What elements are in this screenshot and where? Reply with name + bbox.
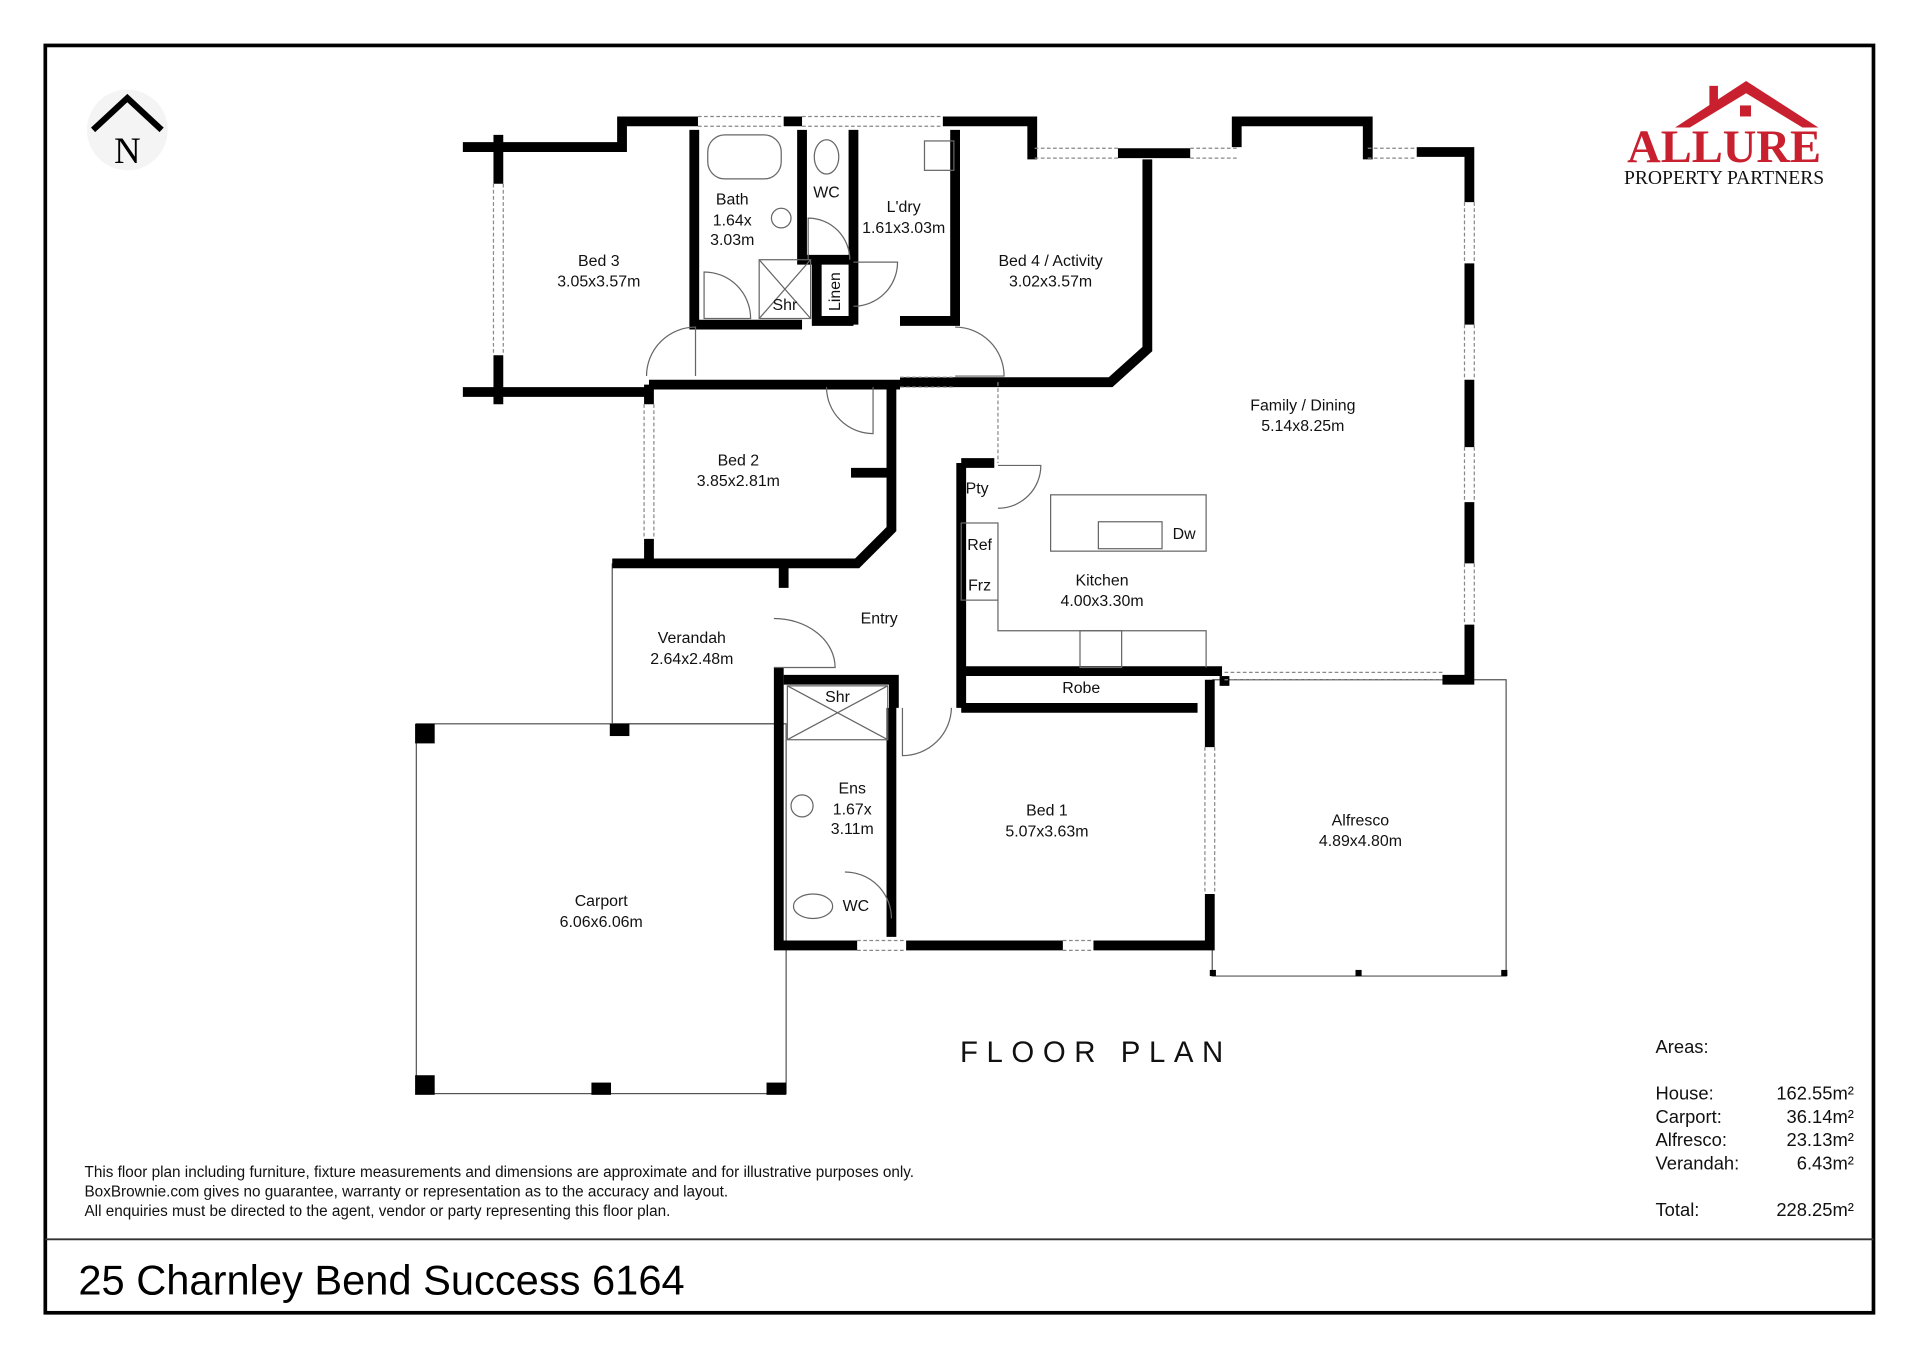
laundry-tub-icon (923, 140, 955, 171)
bathtub-icon (707, 134, 782, 180)
svg-text:BoxBrownie.com gives no guaran: BoxBrownie.com gives no guarantee, warra… (84, 1183, 728, 1200)
windows (492, 115, 1475, 951)
room-bed4-name: Bed 4 / Activity (998, 253, 1102, 270)
svg-text:36.14m²: 36.14m² (1787, 1106, 1854, 1127)
walls (462, 116, 1475, 951)
room-robe-name: Robe (1062, 680, 1100, 697)
room-freezer-name: Frz (968, 577, 991, 594)
sheet-border (43, 43, 1876, 1315)
svg-text:3.03m: 3.03m (710, 232, 754, 249)
room-pantry-name: Pty (966, 481, 989, 498)
room-alfresco-name: Alfresco (1332, 812, 1390, 829)
svg-text:3.02x3.57m: 3.02x3.57m (1009, 274, 1092, 291)
cooktop-icon (1079, 630, 1123, 669)
room-laundry-name: L'dry (887, 199, 921, 216)
room-ensuite-shower-name: Shr (825, 689, 850, 706)
room-bed1-name: Bed 1 (1026, 803, 1068, 820)
room-labels: Bed 3 3.05x3.57m Bath 1.64x 3.03m WC L'd… (557, 184, 1402, 931)
shower-icon (758, 259, 812, 320)
svg-text:3.11m: 3.11m (831, 821, 874, 838)
svg-text:6.06x6.06m: 6.06x6.06m (560, 914, 643, 931)
property-address: 25 Charnley Bend Success 6164 (78, 1256, 684, 1303)
room-fridge-name: Ref (967, 537, 992, 554)
room-ensuite-wc-name: WC (843, 898, 870, 915)
svg-text:N: N (114, 130, 141, 171)
svg-text:1.61x3.03m: 1.61x3.03m (862, 220, 945, 237)
svg-text:3.85x2.81m: 3.85x2.81m (697, 473, 780, 490)
svg-text:Verandah:: Verandah: (1656, 1153, 1740, 1174)
svg-text:Alfresco:: Alfresco: (1656, 1129, 1727, 1150)
room-carport-name: Carport (575, 893, 629, 910)
allure-logo: ALLURE PROPERTY PARTNERS (1624, 80, 1824, 189)
svg-text:162.55m²: 162.55m² (1776, 1083, 1854, 1104)
ensuite-shower-icon (786, 685, 889, 741)
disclaimer: This floor plan including furniture, fix… (84, 1164, 914, 1220)
svg-text:4.89x4.80m: 4.89x4.80m (1319, 833, 1402, 850)
svg-text:PROPERTY PARTNERS: PROPERTY PARTNERS (1624, 168, 1824, 189)
svg-text:5.07x3.63m: 5.07x3.63m (1005, 823, 1088, 840)
north-compass-icon: N (86, 89, 168, 171)
svg-text:Total:: Total: (1656, 1199, 1700, 1220)
svg-text:23.13m²: 23.13m² (1787, 1129, 1854, 1150)
sink-icon (1097, 521, 1163, 550)
room-shower-name: Shr (773, 297, 798, 314)
door-swings (645, 217, 1042, 919)
room-linen-name: Linen (827, 272, 844, 311)
ensuite-basin-icon (790, 794, 814, 818)
room-verandah-name: Verandah (658, 630, 726, 647)
svg-text:ALLURE: ALLURE (1627, 122, 1821, 173)
svg-text:1.64x: 1.64x (713, 212, 752, 229)
svg-text:Areas:: Areas: (1656, 1036, 1709, 1057)
svg-text:2.64x2.48m: 2.64x2.48m (650, 651, 733, 668)
room-bed3-size: 3.05x3.57m (557, 274, 640, 291)
svg-text:6.43m²: 6.43m² (1797, 1153, 1854, 1174)
room-bed2-name: Bed 2 (718, 452, 760, 469)
svg-text:1.67x: 1.67x (833, 801, 872, 818)
room-bed3-name: Bed 3 (578, 253, 620, 270)
areas-table: Areas: House: 162.55m² Carport: 36.14m² … (1656, 1036, 1854, 1220)
svg-text:Carport:: Carport: (1656, 1106, 1722, 1127)
svg-text:House:: House: (1656, 1083, 1714, 1104)
room-wc-name: WC (813, 184, 840, 201)
dishwasher-label: Dw (1173, 526, 1196, 543)
room-family-name: Family / Dining (1250, 397, 1355, 414)
svg-text:All enquiries must be directed: All enquiries must be directed to the ag… (84, 1203, 670, 1220)
fixtures (707, 134, 1207, 920)
kitchen-island (1050, 494, 1207, 552)
room-bath-name: Bath (716, 192, 749, 209)
toilet-icon (813, 139, 840, 175)
room-ensuite-name: Ens (839, 781, 866, 798)
basin-icon (770, 207, 792, 229)
svg-text:5.14x8.25m: 5.14x8.25m (1261, 418, 1344, 435)
page-title: FLOOR PLAN (960, 1036, 1232, 1069)
ensuite-toilet-icon (792, 893, 834, 920)
svg-text:This floor plan including furn: This floor plan including furniture, fix… (84, 1164, 914, 1181)
svg-text:228.25m²: 228.25m² (1776, 1199, 1854, 1220)
room-entry-name: Entry (861, 610, 898, 627)
room-kitchen-name: Kitchen (1076, 572, 1129, 589)
outdoor-outlines (415, 563, 1508, 1095)
svg-text:4.00x3.30m: 4.00x3.30m (1060, 593, 1143, 610)
